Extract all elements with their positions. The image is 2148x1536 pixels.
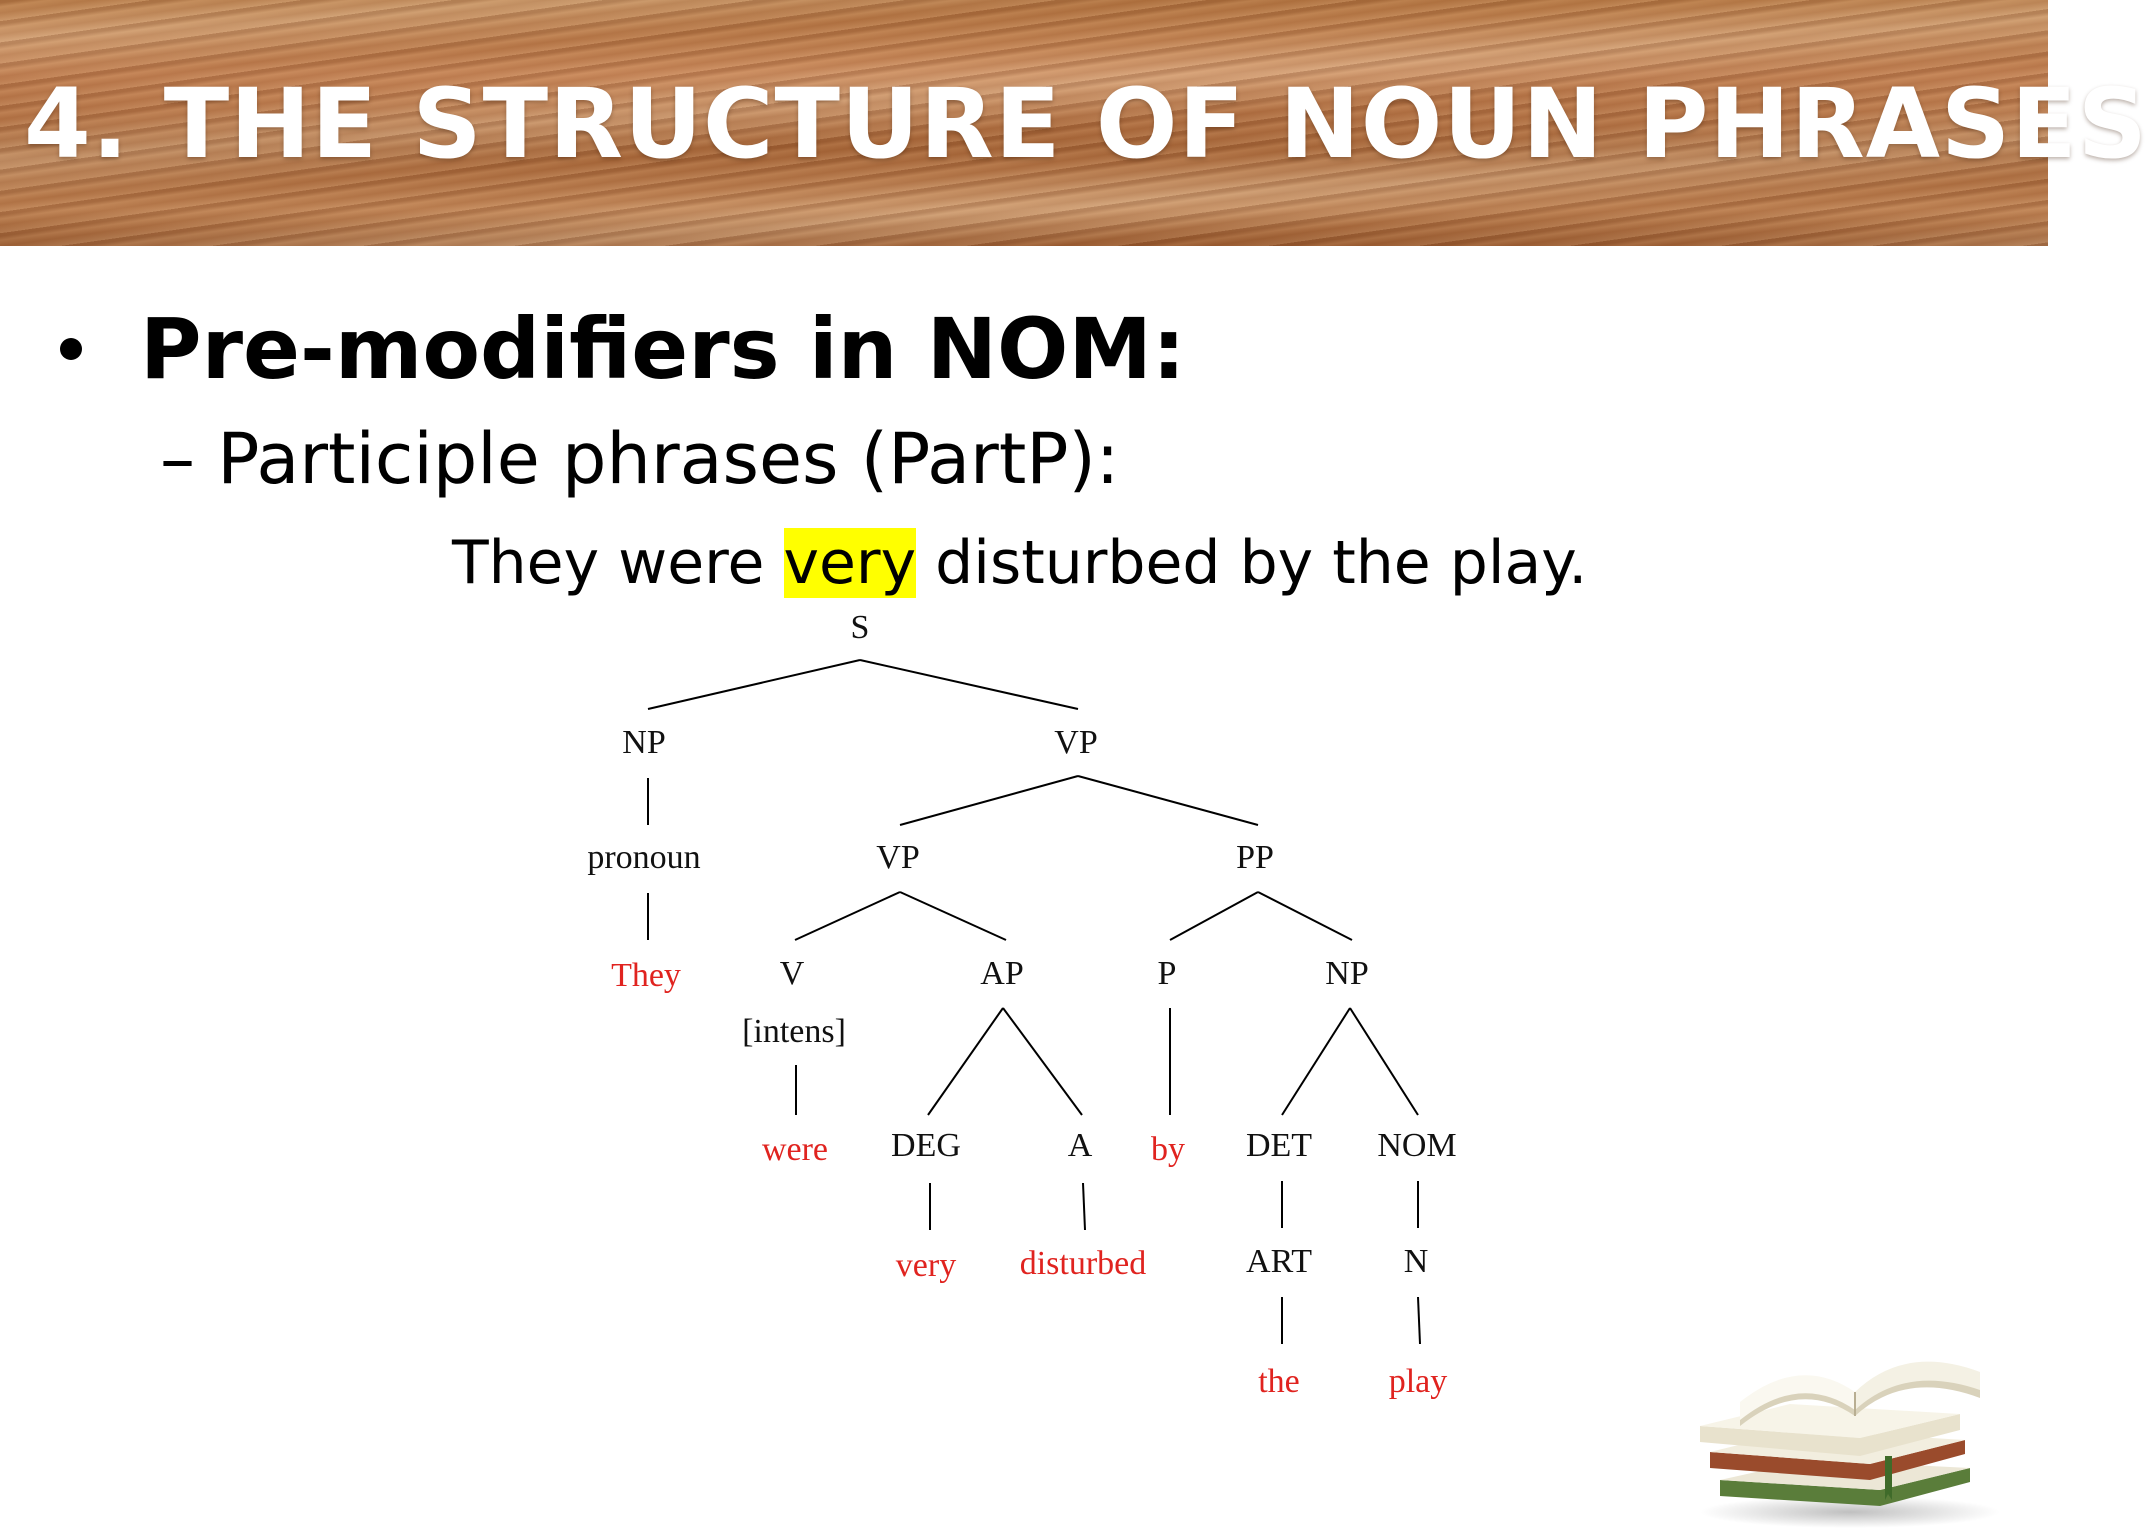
node-nom: NOM bbox=[1377, 1127, 1456, 1164]
edge-s-vp bbox=[859, 659, 1079, 710]
sentence-highlight: very bbox=[783, 528, 917, 598]
bullet-dot-icon bbox=[60, 338, 82, 361]
edge-np-nom bbox=[1349, 1007, 1419, 1116]
edge-vp-v bbox=[794, 891, 901, 941]
slide-title: 4. THE STRUCTURE OF NOUN PHRASES bbox=[24, 68, 2148, 180]
leaf-they: They bbox=[611, 957, 681, 994]
edge-pp-np bbox=[1257, 891, 1353, 941]
sub-bullet-item: – Participle phrases (PartP): bbox=[160, 418, 1119, 500]
syntax-tree-diagram: S NP VP pronoun They VP PP V [intens] we… bbox=[587, 609, 1456, 1400]
bullet-item: Pre-modifiers in NOM: bbox=[60, 300, 1186, 398]
edge-ap-deg bbox=[927, 1007, 1004, 1116]
edge-ap-a bbox=[1002, 1007, 1083, 1116]
node-det: DET bbox=[1246, 1127, 1312, 1164]
leaf-disturbed: disturbed bbox=[1020, 1245, 1147, 1282]
edge-s-np bbox=[647, 659, 861, 710]
leaf-play: play bbox=[1389, 1363, 1448, 1400]
leaf-were: were bbox=[762, 1131, 828, 1168]
sentence-after: disturbed by the play. bbox=[916, 528, 1588, 598]
title-banner: 4. THE STRUCTURE OF NOUN PHRASES bbox=[0, 0, 2147, 246]
edge-n-play bbox=[1417, 1296, 1421, 1345]
edge-vp-pp bbox=[1077, 775, 1259, 826]
node-pronoun: pronoun bbox=[587, 839, 700, 876]
edge-vp-vp bbox=[899, 775, 1079, 826]
node-p: P bbox=[1158, 955, 1177, 992]
node-np-subject: NP bbox=[622, 724, 665, 761]
node-vp-inner: VP bbox=[876, 839, 919, 876]
sub-bullet-dash: – bbox=[160, 418, 195, 500]
example-sentence: They were very disturbed by the play. bbox=[452, 528, 1587, 598]
node-v: V bbox=[780, 955, 805, 992]
node-intens: [intens] bbox=[742, 1013, 846, 1050]
edge-a-disturbed bbox=[1082, 1182, 1086, 1231]
node-s: S bbox=[851, 609, 870, 646]
node-pp: PP bbox=[1236, 839, 1274, 876]
edge-pp-p bbox=[1169, 891, 1259, 941]
node-deg: DEG bbox=[891, 1127, 961, 1164]
leaf-by: by bbox=[1151, 1131, 1185, 1168]
node-ap: AP bbox=[980, 955, 1023, 992]
leaf-the: the bbox=[1258, 1363, 1300, 1400]
node-np-object: NP bbox=[1325, 955, 1368, 992]
node-a: A bbox=[1068, 1127, 1093, 1164]
node-vp-top: VP bbox=[1054, 724, 1097, 761]
bullet-text: Pre-modifiers in NOM: bbox=[140, 300, 1186, 398]
edge-np-det bbox=[1281, 1007, 1351, 1116]
sub-bullet-text: Participle phrases (PartP): bbox=[217, 418, 1120, 500]
sentence-before: They were bbox=[452, 528, 784, 598]
books-stack-icon bbox=[1700, 1361, 2000, 1528]
edge-vp-ap bbox=[899, 891, 1007, 941]
leaf-very: very bbox=[896, 1247, 956, 1284]
node-art: ART bbox=[1246, 1243, 1312, 1280]
node-n: N bbox=[1404, 1243, 1429, 1280]
